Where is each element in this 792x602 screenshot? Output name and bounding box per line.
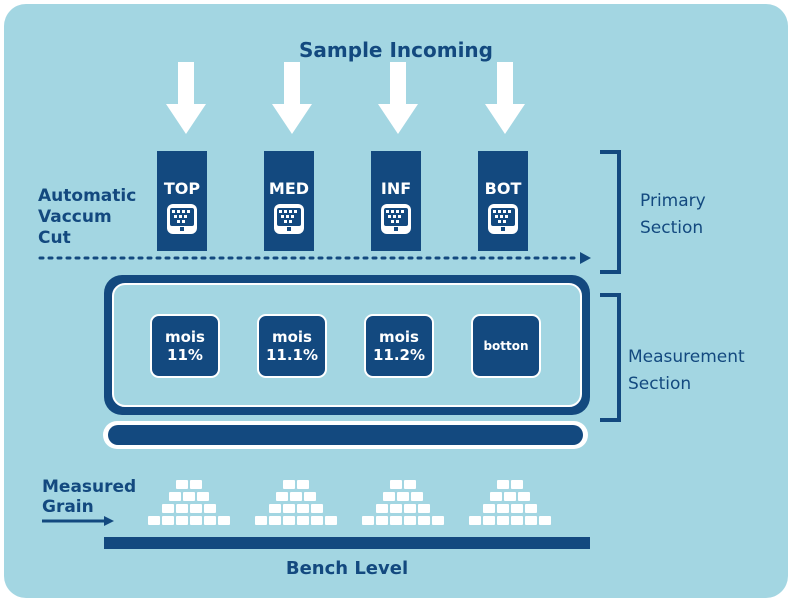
cassette-inf: INF: [371, 151, 421, 251]
vacuum-cut-arrowhead: [580, 252, 591, 264]
primary-section-line: Primary: [640, 191, 706, 211]
primary-section-label: Primary Section: [640, 188, 706, 242]
cassette-label: MED: [268, 179, 310, 198]
measurement-tile: mois 11.1%: [257, 314, 327, 378]
grain-counter-icon: [274, 204, 304, 234]
automatic-vaccum-cut-label: Automatic Vaccum Cut: [38, 186, 136, 249]
down-arrow-icon: [485, 62, 525, 134]
measurement-section-label: Measurement Section: [628, 344, 745, 398]
grain-pile-icon: [148, 480, 230, 525]
measurement-value: 11.1%: [265, 346, 319, 364]
measurement-tile: mois 11.2%: [364, 314, 434, 378]
measured-grain-line: Measured: [42, 477, 137, 497]
grain-counter-icon: [488, 204, 518, 234]
title-sample-incoming: Sample Incoming: [299, 38, 493, 62]
cassette-label: INF: [380, 179, 412, 198]
bench-bar: [104, 537, 590, 549]
primary-section-line: Section: [640, 218, 704, 238]
cassette-med: MED: [264, 151, 314, 251]
grain-counter-icon: [381, 204, 411, 234]
conveyor-belt-inner: [108, 425, 583, 445]
left-label-line: Vaccum: [38, 207, 112, 227]
measurement-section-bracket: [600, 293, 621, 422]
cassette-label: BOT: [484, 179, 522, 198]
measurement-container-inner: [112, 283, 582, 407]
down-arrow-icon: [272, 62, 312, 134]
measured-grain-arrowhead: [104, 516, 114, 526]
measurement-label: mois: [164, 328, 205, 346]
primary-section-bracket: [600, 150, 621, 274]
measurement-section-line: Section: [628, 374, 692, 394]
measurement-tile: mois 11%: [150, 314, 220, 378]
left-label-line: Automatic: [38, 186, 137, 206]
bench-level-label: Bench Level: [285, 558, 409, 579]
measured-grain-line: Grain: [42, 497, 94, 517]
measurement-label: botton: [483, 339, 529, 353]
measured-grain-label: Measured Grain: [42, 477, 136, 517]
grain-pile-icon: [469, 480, 551, 525]
left-label-line: Cut: [38, 228, 71, 248]
measurement-value: 11%: [167, 346, 203, 364]
down-arrow-icon: [378, 62, 418, 134]
grain-pile-icon: [255, 480, 337, 525]
measurement-value: 11.2%: [372, 346, 426, 364]
cassette-label: TOP: [163, 179, 201, 198]
measurement-label: mois: [378, 328, 419, 346]
measurement-label: mois: [271, 328, 312, 346]
measurement-section-line: Measurement: [628, 347, 745, 367]
cassette-bot: BOT: [478, 151, 528, 251]
cassette-top: TOP: [157, 151, 207, 251]
grain-counter-icon: [167, 204, 197, 234]
grain-pile-icon: [362, 480, 444, 525]
measurement-tile: botton: [471, 314, 541, 378]
down-arrow-icon: [166, 62, 206, 134]
